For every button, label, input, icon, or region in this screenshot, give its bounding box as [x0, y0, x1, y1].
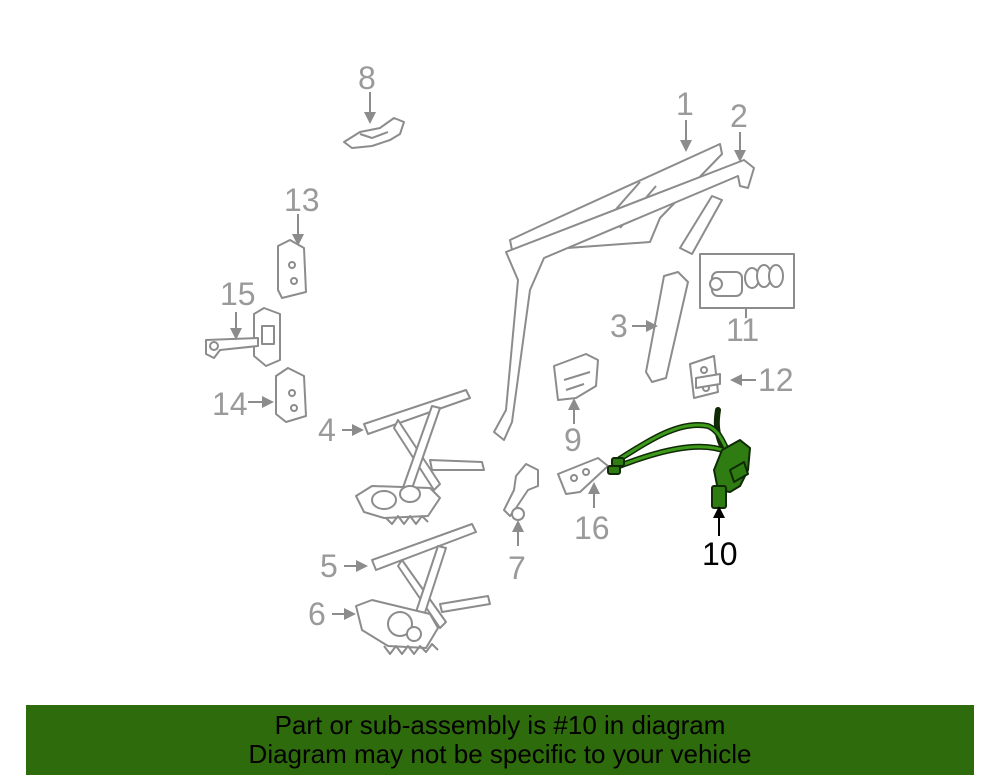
- arrow-9: [568, 398, 580, 424]
- callout-1: 1: [676, 86, 694, 122]
- banner-line-1: Part or sub-assembly is #10 in diagram: [274, 710, 726, 740]
- part-10-door-lock-actuator: [607, 407, 751, 509]
- banner-line-2: Diagram may not be specific to your vehi…: [248, 739, 752, 769]
- part-2-run-channel: [493, 159, 755, 441]
- callout-14: 14: [212, 386, 248, 422]
- part-16-bracket: [557, 457, 609, 495]
- arrow-4: [342, 424, 364, 436]
- info-banner: Part or sub-assembly is #10 in diagram D…: [26, 705, 974, 775]
- arrow-13: [292, 214, 304, 246]
- part-3-rear-channel: [645, 271, 689, 383]
- arrow-2: [734, 132, 746, 162]
- callout-9: 9: [564, 422, 582, 458]
- part-7-crank: [503, 463, 539, 521]
- arrow-7: [512, 520, 524, 546]
- part-14-lower-hinge: [275, 367, 307, 423]
- part-12-striker: [689, 355, 721, 399]
- callout-16: 16: [574, 510, 610, 546]
- part-9-outside-handle: [553, 353, 599, 401]
- arrow-14: [248, 396, 274, 408]
- part-4-regulator: [355, 389, 485, 525]
- arrow-10: [713, 506, 725, 536]
- callout-6: 6: [308, 596, 326, 632]
- arrow-16: [588, 482, 600, 508]
- callout-8: 8: [358, 60, 376, 96]
- parts-diagram: [205, 92, 795, 655]
- callout-13: 13: [284, 182, 320, 218]
- callout-7: 7: [508, 550, 526, 586]
- part-13-upper-hinge: [277, 239, 307, 299]
- arrow-15: [230, 312, 242, 340]
- callout-11: 11: [726, 312, 760, 348]
- callout-4: 4: [318, 412, 336, 448]
- callout-3: 3: [610, 308, 628, 344]
- callout-2: 2: [730, 98, 748, 134]
- arrow-6: [332, 608, 356, 620]
- callout-10: 10: [702, 536, 738, 572]
- callout-5: 5: [320, 548, 338, 584]
- callout-12: 12: [758, 362, 794, 398]
- arrow-5: [344, 560, 368, 572]
- arrow-8: [364, 92, 376, 124]
- part-15-door-check: [205, 307, 281, 367]
- part-6-motor: [355, 599, 439, 655]
- callout-15: 15: [220, 276, 256, 312]
- part-11-lock-cylinder: [699, 253, 795, 309]
- arrow-12: [730, 374, 756, 386]
- arrow-3: [632, 320, 658, 332]
- part-8-handle: [343, 117, 405, 149]
- arrow-1: [680, 120, 692, 152]
